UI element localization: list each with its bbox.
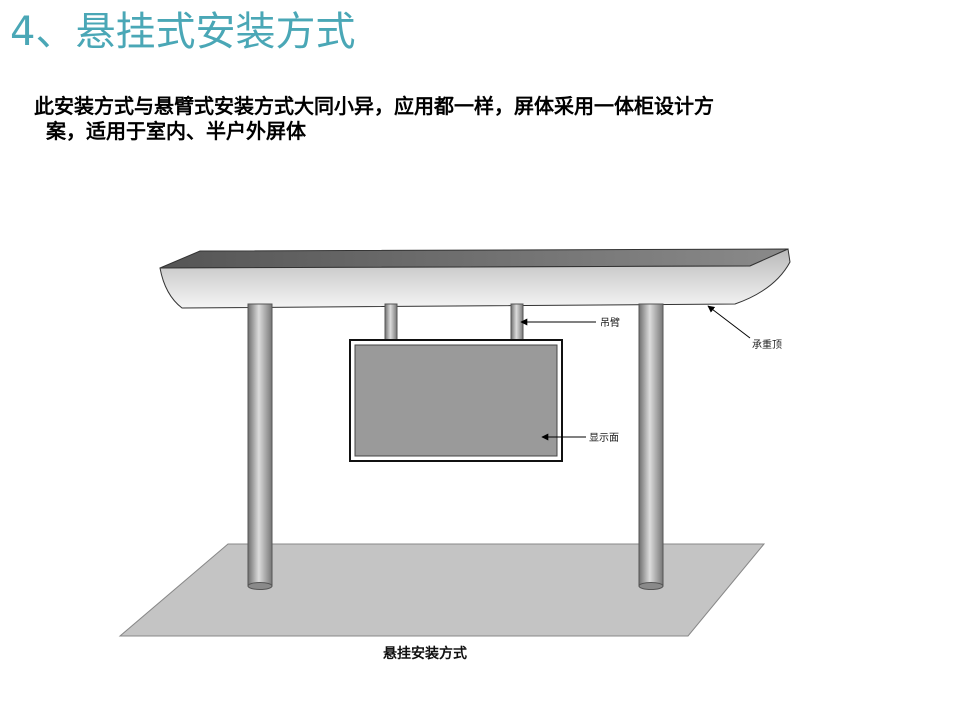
description-line-2: 案，适用于室内、半户外屏体 [46,119,306,143]
slide-title: 4、悬挂式安装方式 [10,9,356,55]
ground-plane [118,543,766,637]
support-post-left [247,303,273,590]
description-line-1: 此安装方式与悬臂式安装方式大同小异，应用都一样，屏体采用一体柜设计方 [34,94,714,118]
arm-label: 吊臂 [600,316,620,329]
display-screen [349,339,563,462]
roof-callout-arrow [707,305,751,339]
canopy-roof [159,248,791,309]
roof-label: 承重顶 [752,338,782,351]
screen-label: 显示面 [589,432,619,444]
hanging-arm-left [384,303,398,341]
diagram-caption: 悬挂安装方式 [382,645,467,662]
slide-description: 此安装方式与悬臂式安装方式大同小异，应用都一样，屏体采用一体柜设计方 案，适用于… [34,94,874,144]
support-post-right [638,303,664,590]
